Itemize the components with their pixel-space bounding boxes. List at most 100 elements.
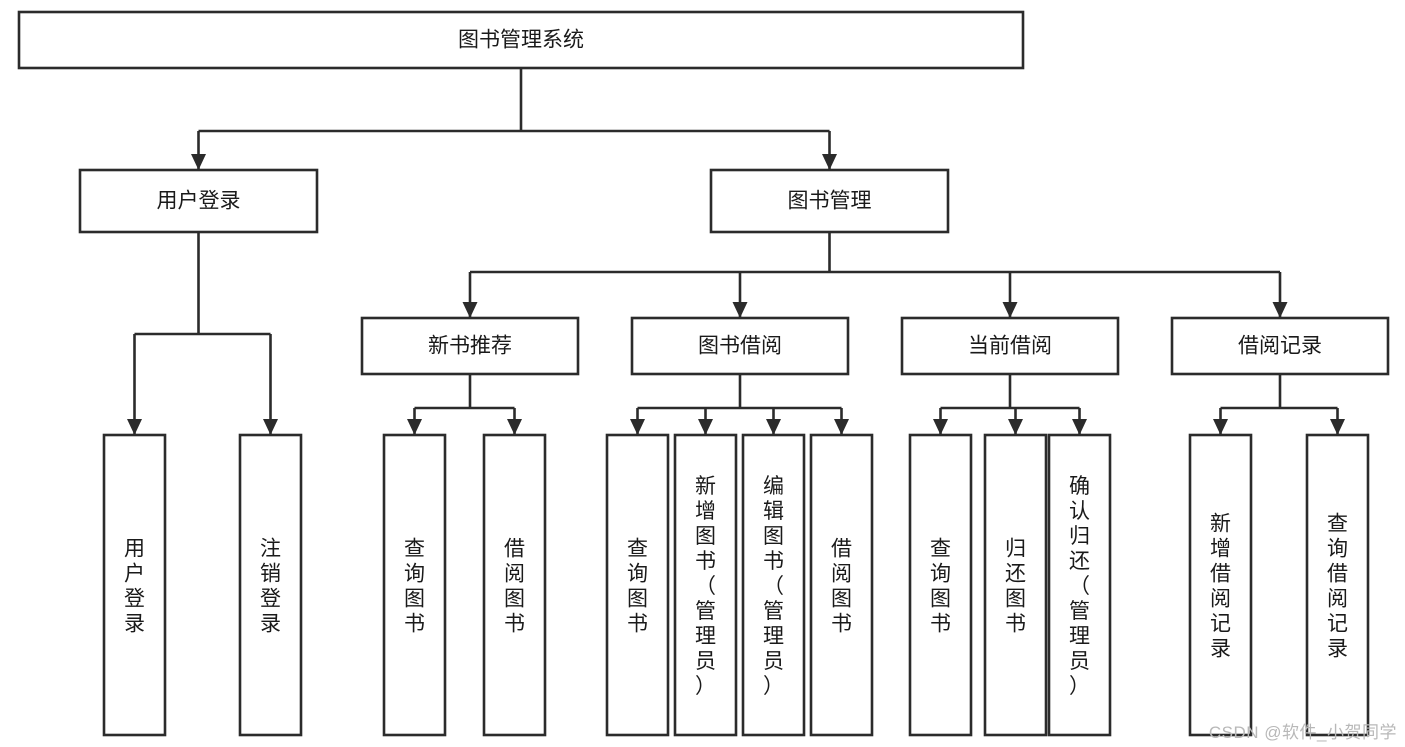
node-label-leaf-query-book-2-char-2: 图 xyxy=(627,588,648,611)
arrow-head-icon xyxy=(462,302,478,318)
edge-recommend-to-leaves xyxy=(407,374,522,435)
node-label-leaf-borrow-book-2-char-2: 图 xyxy=(831,588,852,611)
arrow-head-icon xyxy=(1213,419,1228,435)
node-label-leaf-query-book-3-char-0: 查 xyxy=(930,538,951,561)
node-label-leaf-confirm-return-char-8: ） xyxy=(1069,675,1090,698)
node-borrow-record[interactable]: 借阅记录 xyxy=(1170,316,1390,376)
edge-bookmanage-to-l2 xyxy=(462,232,1288,318)
node-label-leaf-add-book-char-8: ） xyxy=(695,675,716,698)
arrow-head-icon xyxy=(732,302,748,318)
node-label-leaf-borrow-book-1-char-3: 书 xyxy=(504,613,525,636)
edge-record-to-leaves xyxy=(1213,374,1345,435)
node-root[interactable]: 图书管理系统 xyxy=(17,10,1025,70)
node-label-current-borrow: 当前借阅 xyxy=(968,335,1052,358)
node-label-leaf-add-record-char-0: 新 xyxy=(1210,513,1231,536)
node-box-new-book-recommend xyxy=(360,316,580,376)
node-box-leaf-query-book-2 xyxy=(605,433,670,737)
node-leaf-user-login[interactable]: 用户登录 xyxy=(102,433,167,737)
node-label-leaf-confirm-return-char-4: （ xyxy=(1069,575,1090,598)
node-label-leaf-add-record-char-5: 录 xyxy=(1210,638,1231,661)
node-label-leaf-query-record-char-2: 借 xyxy=(1327,563,1348,586)
node-label-leaf-edit-book-char-8: ） xyxy=(763,675,784,698)
node-label-leaf-query-record-char-4: 记 xyxy=(1327,613,1348,636)
node-box-leaf-query-book-1 xyxy=(382,433,447,737)
node-label-leaf-borrow-book-1-char-1: 阅 xyxy=(504,563,525,586)
node-label-leaf-add-book-char-0: 新 xyxy=(695,475,716,498)
node-label-leaf-edit-book-char-3: 书 xyxy=(763,550,784,573)
node-label-leaf-edit-book-char-7: 员 xyxy=(763,650,784,673)
node-label-leaf-borrow-book-2-char-1: 阅 xyxy=(831,563,852,586)
arrow-head-icon xyxy=(1072,419,1087,435)
node-label-leaf-query-record-char-1: 询 xyxy=(1327,538,1348,561)
node-label-leaf-edit-book-char-5: 管 xyxy=(763,600,784,623)
node-label-leaf-user-login-char-0: 用 xyxy=(124,538,145,561)
node-book-manage[interactable]: 图书管理 xyxy=(709,168,950,234)
node-label-leaf-borrow-book-1-char-0: 借 xyxy=(504,538,525,561)
node-label-leaf-confirm-return-char-7: 员 xyxy=(1069,650,1090,673)
node-label-leaf-confirm-return-char-6: 理 xyxy=(1069,625,1090,648)
node-label-root: 图书管理系统 xyxy=(458,29,584,52)
arrow-head-icon xyxy=(191,154,206,170)
edge-borrow-to-leaves xyxy=(630,374,849,435)
node-label-leaf-query-book-2-char-0: 查 xyxy=(627,538,648,561)
node-box-leaf-return-book xyxy=(983,433,1048,737)
node-label-leaf-query-book-1-char-3: 书 xyxy=(404,613,425,636)
arrow-head-icon xyxy=(407,419,422,435)
node-box-leaf-add-book xyxy=(673,433,738,737)
node-label-leaf-query-book-1-char-1: 询 xyxy=(404,563,425,586)
node-label-leaf-query-record-char-5: 录 xyxy=(1327,638,1348,661)
node-label-leaf-confirm-return-char-3: 还 xyxy=(1069,550,1090,573)
node-label-leaf-edit-book-char-6: 理 xyxy=(763,625,784,648)
node-label-leaf-edit-book-char-1: 辑 xyxy=(763,500,784,523)
node-label-user-login: 用户登录 xyxy=(157,190,241,213)
node-box-leaf-add-record xyxy=(1188,433,1253,737)
edge-root-to-l1 xyxy=(191,68,837,170)
node-box-borrow-record xyxy=(1170,316,1390,376)
node-label-leaf-user-login-char-1: 户 xyxy=(124,563,145,586)
node-label-leaf-add-book-char-6: 理 xyxy=(695,625,716,648)
node-box-leaf-user-logout xyxy=(238,433,303,737)
node-user-login[interactable]: 用户登录 xyxy=(78,168,319,234)
arrow-head-icon xyxy=(822,154,837,170)
node-label-leaf-add-book-char-7: 员 xyxy=(695,650,716,673)
node-box-current-borrow xyxy=(900,316,1120,376)
node-label-leaf-edit-book-char-2: 图 xyxy=(763,525,784,548)
node-label-borrow-record: 借阅记录 xyxy=(1238,335,1322,358)
arrow-head-icon xyxy=(630,419,645,435)
node-label-leaf-query-book-3-char-1: 询 xyxy=(930,563,951,586)
node-current-borrow[interactable]: 当前借阅 xyxy=(900,316,1120,376)
node-box-leaf-confirm-return xyxy=(1047,433,1112,737)
node-label-leaf-query-record-char-3: 阅 xyxy=(1327,588,1348,611)
node-new-book-recommend[interactable]: 新书推荐 xyxy=(360,316,580,376)
node-label-leaf-add-record-char-2: 借 xyxy=(1210,563,1231,586)
arrow-head-icon xyxy=(1002,302,1018,318)
node-label-leaf-edit-book-char-4: （ xyxy=(763,575,784,598)
node-box-leaf-query-record xyxy=(1305,433,1370,737)
node-label-leaf-borrow-book-2-char-0: 借 xyxy=(831,538,852,561)
edge-userlogin-to-leaves xyxy=(127,232,278,435)
node-book-borrow[interactable]: 图书借阅 xyxy=(630,316,850,376)
node-box-leaf-borrow-book-1 xyxy=(482,433,547,737)
node-label-leaf-borrow-book-1-char-2: 图 xyxy=(504,588,525,611)
arrow-head-icon xyxy=(933,419,948,435)
node-label-leaf-add-book-char-1: 增 xyxy=(695,500,716,523)
node-box-user-login xyxy=(78,168,319,234)
node-label-leaf-add-book-char-5: 管 xyxy=(695,600,716,623)
node-label-leaf-user-login-char-2: 登 xyxy=(124,588,145,611)
node-box-leaf-edit-book xyxy=(741,433,806,737)
node-label-leaf-add-record-char-3: 阅 xyxy=(1210,588,1231,611)
